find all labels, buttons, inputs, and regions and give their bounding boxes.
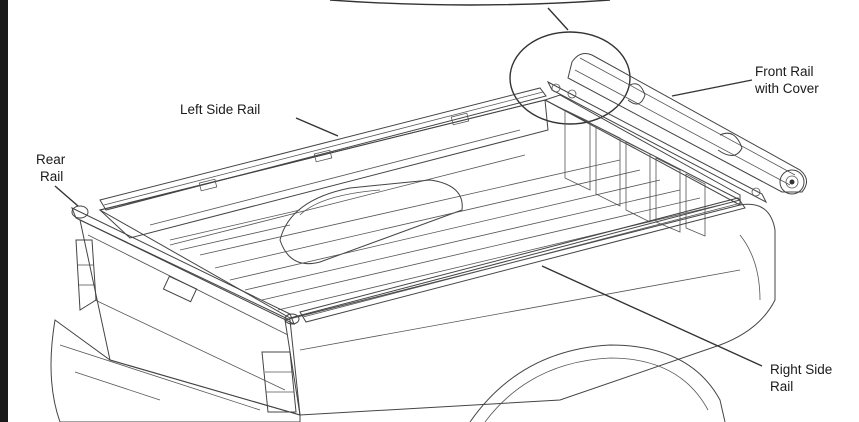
right-side-rail [299,197,746,323]
highlight-circle [509,31,631,125]
front-bulkhead-panels [564,109,706,237]
label-right-side-rail-line2: Rail [770,379,793,394]
floor-ribs [169,159,721,311]
front-rail-with-cover [546,53,807,204]
callout-bubble-arc [329,0,611,6]
rear-rail [71,205,300,326]
label-left-side-rail: Left Side Rail [180,102,260,117]
label-rear-rail-line1: Rear [36,152,66,167]
leader-left-side-rail [295,117,339,137]
label-front-rail-line1: Front Rail [755,64,814,79]
label-right-side-rail-line1: Right Side [770,362,832,377]
leader-right-side-rail [541,265,763,367]
callout-connector [547,7,569,31]
leader-rear-rail [54,185,79,207]
leader-front-rail [671,79,753,97]
label-rear-rail-line2: Rail [40,169,63,184]
label-front-rail-line2: with Cover [754,81,819,96]
truck-bed [98,94,742,319]
truck-body [50,203,776,422]
left-border [0,0,8,422]
left-side-rail [99,87,547,211]
